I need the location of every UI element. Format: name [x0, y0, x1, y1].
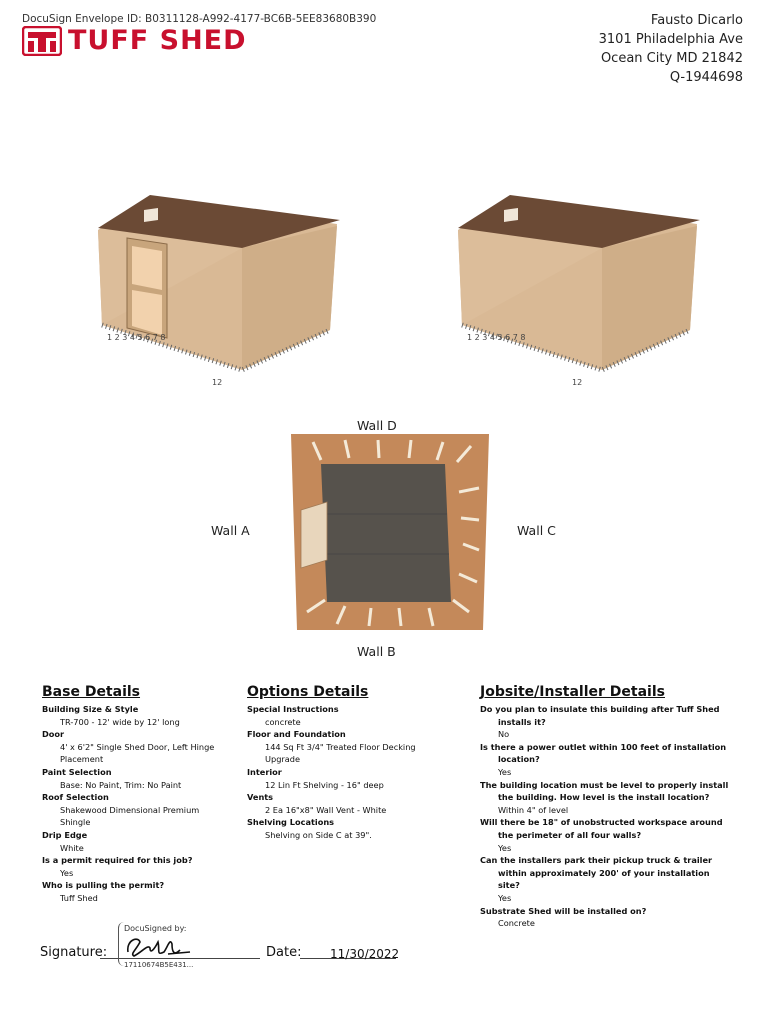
wall-a-label: Wall A — [211, 523, 250, 538]
date-label: Date: — [266, 945, 302, 960]
jobsite-answer: Yes — [498, 766, 512, 777]
signature-label: Signature: — [40, 945, 108, 960]
options-details-section: Options Details Special Instructions con… — [247, 684, 437, 842]
wall-c-label: Wall C — [517, 523, 556, 538]
tuff-shed-logo: TUFF SHED — [22, 26, 247, 56]
docusign-bracket — [118, 922, 205, 966]
base-value: Tuff Shed — [60, 892, 98, 903]
brand-name: TUFF SHED — [68, 25, 247, 56]
svg-text:1 2 3 4 5 6 7 8: 1 2 3 4 5 6 7 8 — [107, 333, 166, 342]
jobsite-answer: Concrete — [498, 918, 535, 929]
base-label: Drip Edge — [42, 829, 88, 840]
option-value: concrete — [265, 716, 301, 727]
option-value: 12 Lin Ft Shelving - 16" deep — [265, 779, 384, 790]
option-label: Interior — [247, 766, 282, 777]
customer-city: Ocean City MD 21842 — [600, 51, 743, 66]
signature-line — [100, 958, 260, 959]
floor-plan — [291, 434, 489, 630]
shed-back-render: 1 2 3 4 5 6 7 8 12 — [458, 195, 700, 387]
customer-street: 3101 Philadelphia Ave — [598, 32, 743, 47]
base-label: Who is pulling the permit? — [42, 880, 165, 891]
base-value: 4' x 6'2" Single Shed Door, Left Hinge P… — [60, 741, 215, 765]
scale-right-label: 12 — [572, 378, 582, 387]
docusigned-by-label: DocuSigned by: — [124, 924, 187, 933]
base-value: Shakewood Dimensional Premium Shingle — [60, 804, 200, 828]
date-line — [300, 958, 396, 959]
svg-text:1 2 3 4 5 6 7 8: 1 2 3 4 5 6 7 8 — [467, 333, 526, 342]
base-details-section: Base Details Building Size & Style TR-70… — [42, 684, 232, 905]
base-value: TR-700 - 12' wide by 12' long — [60, 716, 180, 727]
wall-d-label: Wall D — [357, 418, 397, 433]
jobsite-question: Do you plan to insulate this building af… — [480, 704, 720, 727]
jobsite-answer: Within 4" of level — [498, 804, 569, 815]
option-label: Floor and Foundation — [247, 729, 346, 740]
wall-b-label: Wall B — [357, 644, 396, 659]
options-details-title: Options Details — [247, 684, 369, 700]
jobsite-question: Will there be 18" of unobstructed worksp… — [480, 817, 723, 840]
jobsite-question: Is there a power outlet within 100 feet … — [480, 741, 727, 765]
base-label: Door — [42, 729, 65, 740]
option-label: Vents — [247, 792, 274, 803]
option-label: Special Instructions — [247, 704, 339, 714]
customer-address: Fausto Dicarlo 3101 Philadelphia Ave Oce… — [599, 11, 743, 87]
jobsite-question: Can the installers park their pickup tru… — [480, 855, 713, 891]
shed-front-render: 1 2 3 4 5 6 7 8 12 — [98, 195, 340, 387]
jobsite-question: Substrate Shed will be installed on? — [480, 905, 647, 916]
handwritten-signature — [127, 938, 191, 957]
jobsite-question: The building location must be level to p… — [480, 779, 729, 803]
base-details-title: Base Details — [42, 684, 141, 700]
jobsite-answer: Yes — [498, 892, 512, 903]
base-label: Is a permit required for this job? — [42, 855, 193, 866]
base-label: Building Size & Style — [42, 704, 139, 714]
base-label: Roof Selection — [42, 792, 109, 803]
customer-name: Fausto Dicarlo — [650, 13, 743, 28]
docusign-id: 17110674B5E431... — [124, 961, 194, 969]
base-value: Base: No Paint, Trim: No Paint — [60, 779, 182, 790]
signature-date: 11/30/2022 — [330, 947, 400, 961]
option-value: Shelving on Side C at 39". — [265, 829, 372, 840]
jobsite-details-title: Jobsite/Installer Details — [480, 684, 665, 700]
quote-number: Q-1944698 — [669, 70, 743, 85]
option-value: 144 Sq Ft 3/4" Treated Floor Decking Upg… — [265, 741, 416, 765]
scale-left-label: 12 — [212, 378, 222, 387]
jobsite-answer: No — [498, 729, 510, 740]
base-label: Paint Selection — [42, 766, 112, 777]
jobsite-answer: Yes — [498, 842, 512, 853]
jobsite-details-section: Jobsite/Installer Details Do you plan to… — [480, 684, 730, 930]
base-value: Yes — [60, 867, 74, 878]
envelope-id: DocuSign Envelope ID: B0311128-A992-4177… — [22, 13, 377, 25]
option-value: 2 Ea 16"x8" Wall Vent - White — [265, 804, 387, 815]
logo-mark-icon — [22, 26, 62, 56]
base-value: White — [60, 842, 84, 853]
option-label: Shelving Locations — [247, 817, 335, 828]
